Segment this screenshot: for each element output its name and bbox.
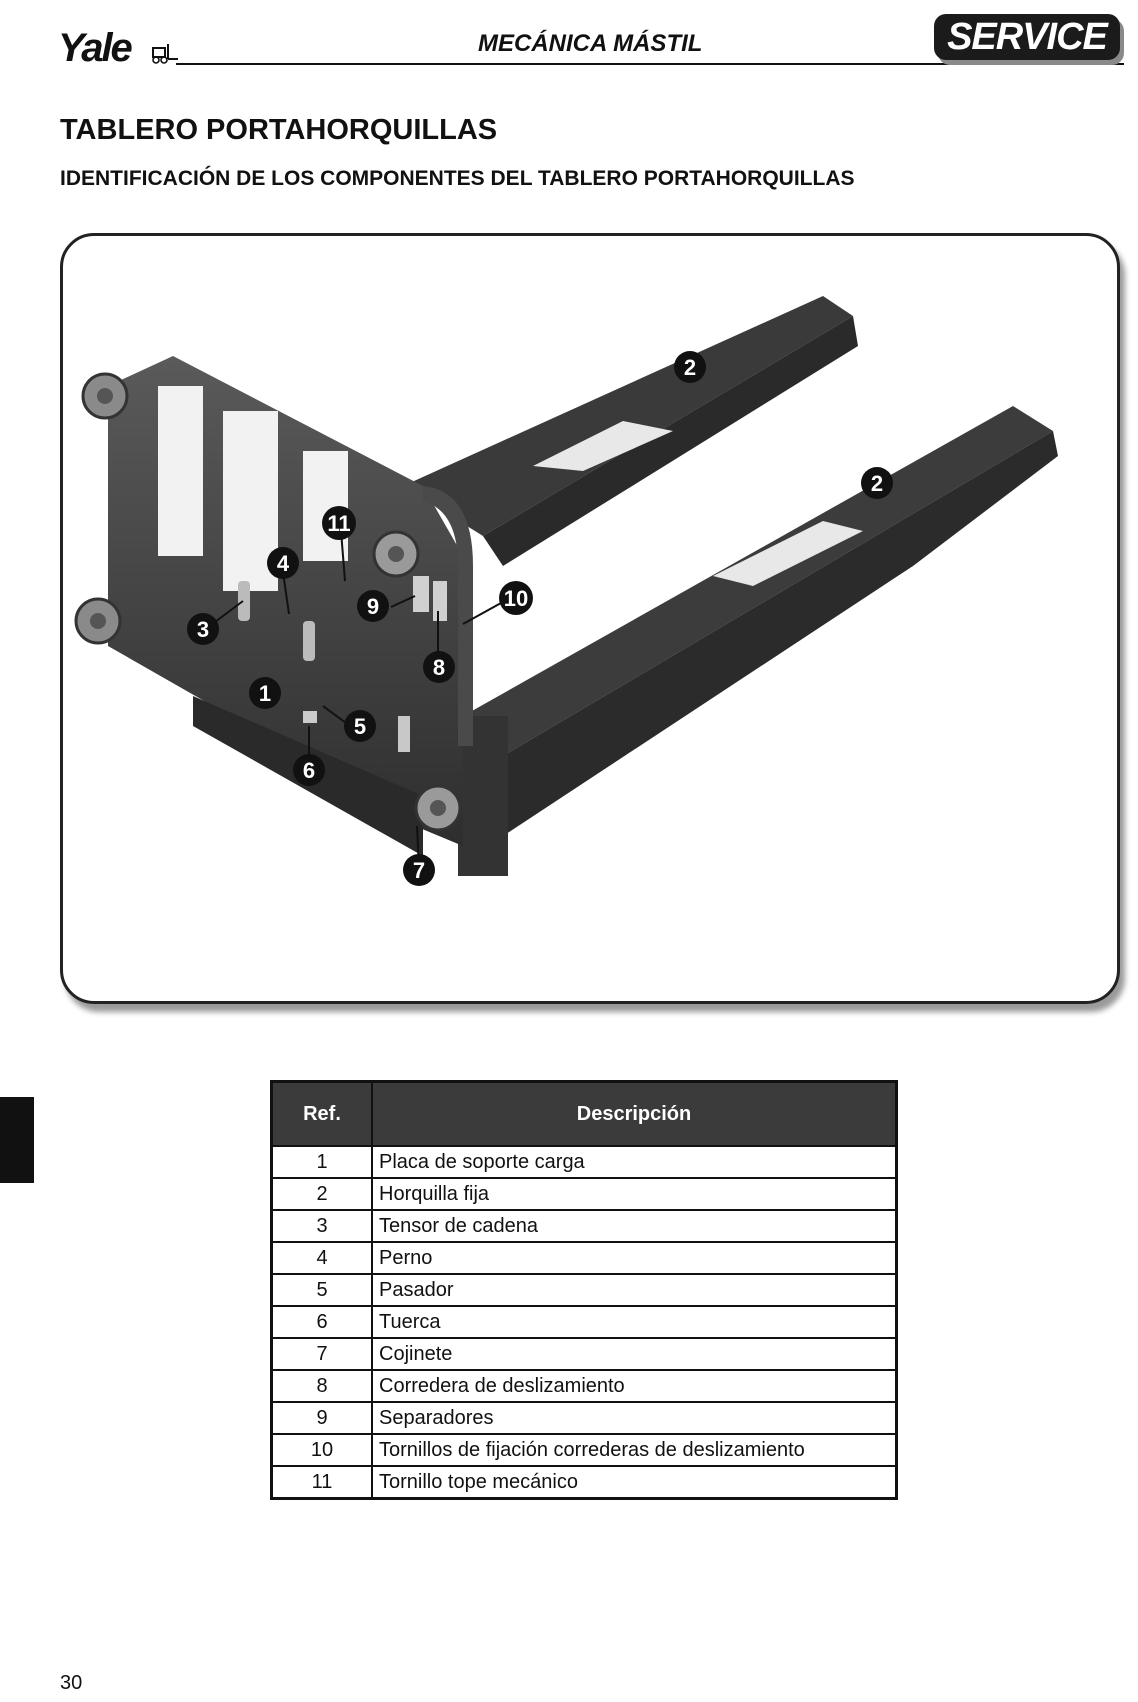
- svg-text:4: 4: [277, 551, 290, 576]
- page-subtitle: IDENTIFICACIÓN DE LOS COMPONENTES DEL TA…: [60, 167, 855, 190]
- ref-cell: 7: [270, 1337, 373, 1371]
- callout-5: 5: [344, 710, 376, 742]
- chapter-side-tab: [0, 1097, 34, 1183]
- callout-9: 9: [357, 590, 389, 622]
- page-title: TABLERO PORTAHORQUILLAS: [60, 114, 498, 146]
- description-cell: Pasador: [371, 1273, 898, 1307]
- table-header-row: Ref. Descripción: [270, 1080, 898, 1147]
- svg-text:3: 3: [197, 617, 209, 642]
- svg-text:10: 10: [504, 586, 528, 611]
- svg-text:6: 6: [303, 758, 315, 783]
- service-badge: SERVICE: [934, 14, 1120, 60]
- page-header: Yale MECÁNICA MÁSTIL SERVICE: [58, 14, 1124, 70]
- description-cell: Corredera de deslizamiento: [371, 1369, 898, 1403]
- ref-cell: 2: [270, 1177, 373, 1211]
- callout-11: 11: [322, 506, 356, 540]
- ref-cell: 11: [270, 1465, 373, 1500]
- description-cell: Perno: [371, 1241, 898, 1275]
- carriage-illustration: 1 2 2 3 4 5 6 7 8 9 10 11: [60, 233, 1120, 1004]
- ref-cell: 8: [270, 1369, 373, 1403]
- svg-text:2: 2: [871, 471, 883, 496]
- description-cell: Tensor de cadena: [371, 1209, 898, 1243]
- fork-back: [403, 296, 858, 566]
- description-cell: Tornillos de fijación correderas de desl…: [371, 1433, 898, 1467]
- description-cell: Tuerca: [371, 1305, 898, 1339]
- small-parts: [238, 576, 447, 752]
- svg-text:11: 11: [327, 511, 350, 536]
- callout-6: 6: [293, 754, 325, 786]
- callout-2a: 2: [674, 351, 706, 383]
- svg-text:1: 1: [259, 681, 271, 706]
- svg-text:2: 2: [684, 355, 696, 380]
- callout-1: 1: [249, 677, 281, 709]
- brand-logo: Yale: [58, 26, 133, 70]
- svg-text:9: 9: [367, 594, 379, 619]
- svg-text:7: 7: [413, 858, 425, 883]
- section-title: MECÁNICA MÁSTIL: [478, 30, 703, 57]
- callout-8: 8: [423, 651, 455, 683]
- page-number: 30: [60, 1672, 83, 1694]
- ref-cell: 1: [270, 1145, 373, 1179]
- header-rule: [176, 63, 1124, 65]
- description-cell: Horquilla fija: [371, 1177, 898, 1211]
- forklift-icon: [152, 44, 178, 64]
- ref-cell: 6: [270, 1305, 373, 1339]
- ref-cell: 5: [270, 1273, 373, 1307]
- callout-4: 4: [267, 547, 299, 579]
- fork-front: [458, 406, 1058, 876]
- description-cell: Separadores: [371, 1401, 898, 1435]
- svg-text:5: 5: [354, 714, 366, 739]
- carriage-drawing: 1 2 2 3 4 5 6 7 8 9 10 11: [74, 296, 1058, 886]
- ref-cell: 10: [270, 1433, 373, 1467]
- callout-10: 10: [499, 581, 533, 615]
- ref-cell: 9: [270, 1401, 373, 1435]
- ref-cell: 4: [270, 1241, 373, 1275]
- column-header-ref: Ref.: [270, 1080, 373, 1147]
- description-cell: Tornillo tope mecánico: [371, 1465, 898, 1500]
- callout-2b: 2: [861, 467, 893, 499]
- ref-cell: 3: [270, 1209, 373, 1243]
- column-header-description: Descripción: [371, 1080, 898, 1147]
- rollers: [74, 372, 462, 832]
- description-cell: Cojinete: [371, 1337, 898, 1371]
- callout-7: 7: [403, 854, 435, 886]
- svg-text:8: 8: [433, 655, 445, 680]
- description-cell: Placa de soporte carga: [371, 1145, 898, 1179]
- callout-3: 3: [187, 613, 219, 645]
